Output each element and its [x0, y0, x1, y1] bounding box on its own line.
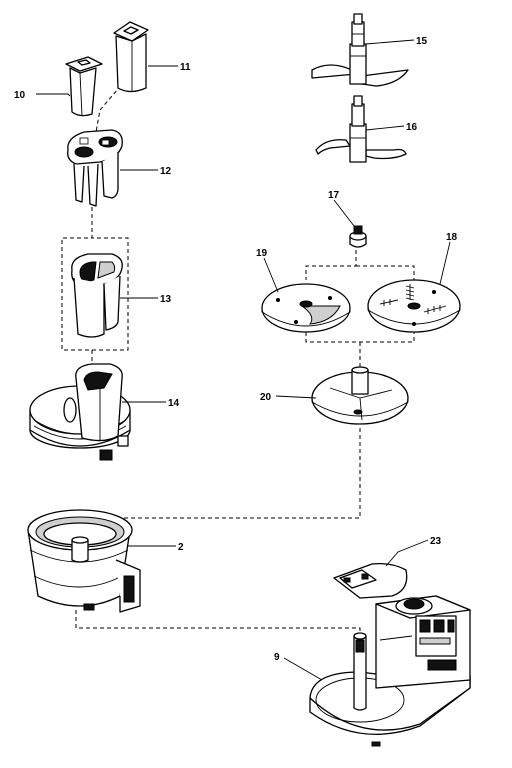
part-number-labels: 10 11 12 13 14 2 15 16 17 19 18 20 23 9: [14, 36, 458, 663]
work-bowl-part-2: [27, 509, 141, 613]
label-part-12: 12: [160, 166, 172, 177]
label-part-16: 16: [406, 122, 418, 133]
disc-hub-part-17: [349, 225, 367, 248]
label-part-18: 18: [446, 232, 458, 243]
label-part-13: 13: [160, 294, 172, 305]
dough-blade-part-16: [315, 95, 407, 163]
motor-cover-part-23: [333, 562, 408, 599]
shredding-disc-part-18: [367, 279, 461, 333]
label-part-20: 20: [260, 392, 272, 403]
label-part-17: 17: [328, 190, 340, 201]
motor-base-part-9: [309, 595, 471, 747]
label-part-14: 14: [168, 398, 180, 409]
feed-tube-cover-part-12: [67, 129, 123, 207]
label-part-23: 23: [430, 536, 442, 547]
feed-tube-insert-part-13: [71, 253, 123, 338]
label-part-9: 9: [274, 652, 280, 663]
large-pusher-part-11: [113, 21, 149, 93]
label-part-19: 19: [256, 248, 268, 259]
shred-teeth: [379, 284, 447, 314]
work-bowl-cover-part-14: [29, 363, 131, 461]
label-part-10: 10: [14, 90, 26, 101]
label-part-2: 2: [178, 542, 184, 553]
label-part-11: 11: [180, 62, 191, 73]
small-pusher-part-10: [65, 56, 103, 117]
label-part-15: 15: [416, 36, 428, 47]
leader-lines: [36, 39, 451, 681]
chopping-blade-part-15: [311, 13, 409, 87]
disc-stem-part-20: [311, 366, 409, 425]
slicing-disc-part-19: [261, 283, 351, 333]
